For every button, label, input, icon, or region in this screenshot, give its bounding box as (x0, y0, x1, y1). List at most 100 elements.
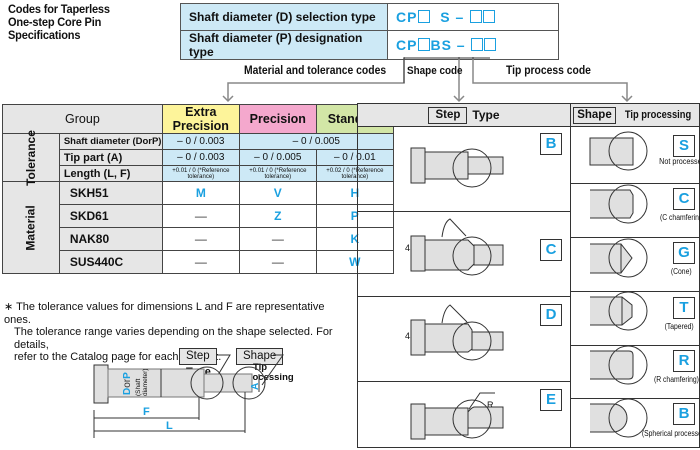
angle-arc (441, 304, 468, 324)
radius-leader (468, 392, 495, 410)
row-label: Length (L, F) (58, 165, 163, 182)
shape-code-g: G (673, 242, 695, 264)
material-code: H (315, 181, 394, 205)
detail-circle (608, 184, 648, 224)
placeholder-box (417, 10, 430, 23)
tip-code-label: Tip process code (506, 65, 591, 77)
code-sep: – (455, 9, 465, 25)
footnote: ∗ The tolerance values for dimensions L … (4, 301, 349, 364)
pin-head (410, 319, 426, 356)
detail-circle (608, 291, 648, 331)
row-divider (571, 291, 699, 292)
row-divider (358, 381, 570, 382)
footnote-line: ∗ The tolerance values for dimensions L … (4, 301, 325, 326)
pin-shaft (424, 239, 475, 271)
material-name: SKD61 (58, 204, 163, 228)
row-divider (571, 183, 699, 184)
tip-drawing (590, 296, 633, 326)
column-divider (570, 126, 571, 447)
arrowhead (222, 95, 234, 103)
shape-caption: (Spherical processed) (641, 429, 700, 438)
code-prefix: CP (396, 37, 418, 53)
f-label: F (143, 406, 150, 418)
pin-head (410, 235, 426, 272)
material-code-label: Material and tolerance codes (244, 65, 387, 77)
step-circle (190, 366, 224, 400)
arrowhead (621, 95, 633, 103)
legend-tip-processing-label: Tip processing (243, 363, 294, 383)
material-name: SKH51 (58, 181, 163, 205)
tip-drawing (590, 243, 633, 274)
tolerance-side-label: Tolerance (2, 130, 60, 185)
pin-shaft (424, 151, 469, 180)
tolerance-value: +0.02 / 0 (*Reference tolerance) (315, 165, 394, 182)
tolerance-value: – 0 / 0.003 (161, 133, 240, 150)
tolerance-value: – 0 / 0.003 (161, 149, 240, 166)
tolerance-value: – 0 / 0.005 (238, 133, 394, 150)
shape-caption: (C chamfering) (659, 213, 700, 222)
step-code-e: E (540, 389, 562, 411)
column-precision: Precision (238, 104, 317, 134)
detail-circle (608, 238, 648, 278)
shape-caption: Not processed (659, 156, 700, 166)
material-code: W (315, 250, 394, 274)
table-row: SKD61 — Z P (3, 204, 394, 228)
step-title: Type (472, 108, 500, 122)
material-tolerance-table: Group Extra Precision Precision Standard… (2, 104, 394, 274)
table-row: Length (L, F) +0.01 / 0 (*Reference tole… (3, 165, 394, 182)
placeholder-box (417, 38, 430, 51)
row-divider (571, 345, 699, 346)
pin-tip (203, 373, 253, 393)
row-label: Tip part (A) (58, 149, 163, 166)
material-code: — (238, 250, 317, 274)
shape-circle (232, 366, 266, 400)
radius-label-e: R (487, 400, 494, 410)
row-divider (358, 296, 570, 297)
table-row: Material SKH51 M V H (2, 181, 394, 274)
shape-tag: Shape (573, 106, 616, 124)
table-row: Tolerance Shaft diameter (DorP) – 0 / 0.… (2, 130, 394, 185)
code-pattern: CP S – (387, 3, 559, 31)
material-code: K (315, 227, 394, 251)
pin-tip (467, 156, 504, 175)
placeholder-box (483, 38, 496, 51)
shape-tip-header: Shape Tip processing (571, 104, 699, 127)
shape-code-b: B (673, 403, 695, 425)
title-line: Specifications (8, 28, 81, 42)
pin-shaft (107, 368, 205, 398)
legend-shape-tag: Shape (236, 348, 284, 365)
shape-caption: (Cone) (670, 267, 692, 276)
leader-line (261, 354, 284, 386)
material-code: Z (238, 204, 317, 228)
table-row: Tip part (A) – 0 / 0.003 – 0 / 0.005 – 0… (3, 149, 394, 166)
shape-title: Tip processing (624, 109, 691, 121)
pin-tip (467, 406, 504, 429)
angle-arc (441, 218, 467, 238)
material-side-label: Material (2, 181, 60, 274)
row-divider (358, 211, 570, 212)
tip-drawing (590, 403, 628, 433)
row-divider (571, 237, 699, 238)
pin-head (410, 403, 426, 440)
step-code-b: B (540, 133, 562, 155)
material-name: NAK80 (58, 227, 163, 251)
table-row: NAK80 — — K (3, 227, 394, 251)
placeholder-box (470, 38, 483, 51)
code-mid: S (440, 9, 451, 25)
shape-code-c: C (673, 188, 695, 210)
step-tag: Step (428, 106, 468, 124)
code-type-table: Shaft diameter (D) selection type CP S –… (180, 3, 559, 60)
pin-tip (473, 244, 504, 266)
code-sep: – (456, 37, 466, 53)
pin-shaft (424, 323, 473, 353)
tip-drawing (590, 189, 634, 219)
footnote-line: refer to the Catalog page for each produ… (14, 351, 222, 363)
pin-tip (471, 331, 504, 351)
arrowhead (453, 95, 465, 103)
